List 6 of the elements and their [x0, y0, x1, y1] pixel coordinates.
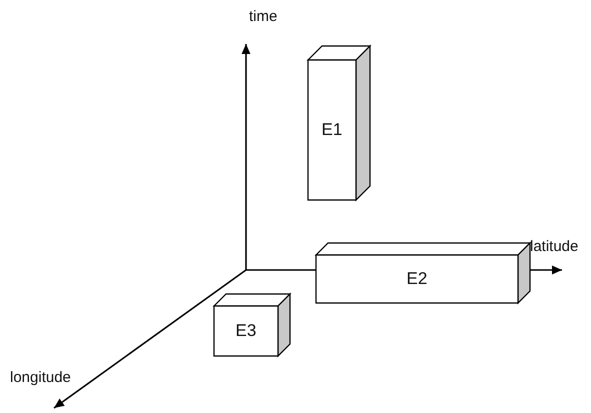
axis-label: latitude: [530, 238, 578, 255]
box-label: E1: [322, 120, 342, 140]
axis-label: longitude: [10, 369, 71, 386]
axis-label: time: [249, 8, 278, 25]
box-label: E2: [406, 269, 428, 289]
box-label: E3: [236, 321, 256, 341]
